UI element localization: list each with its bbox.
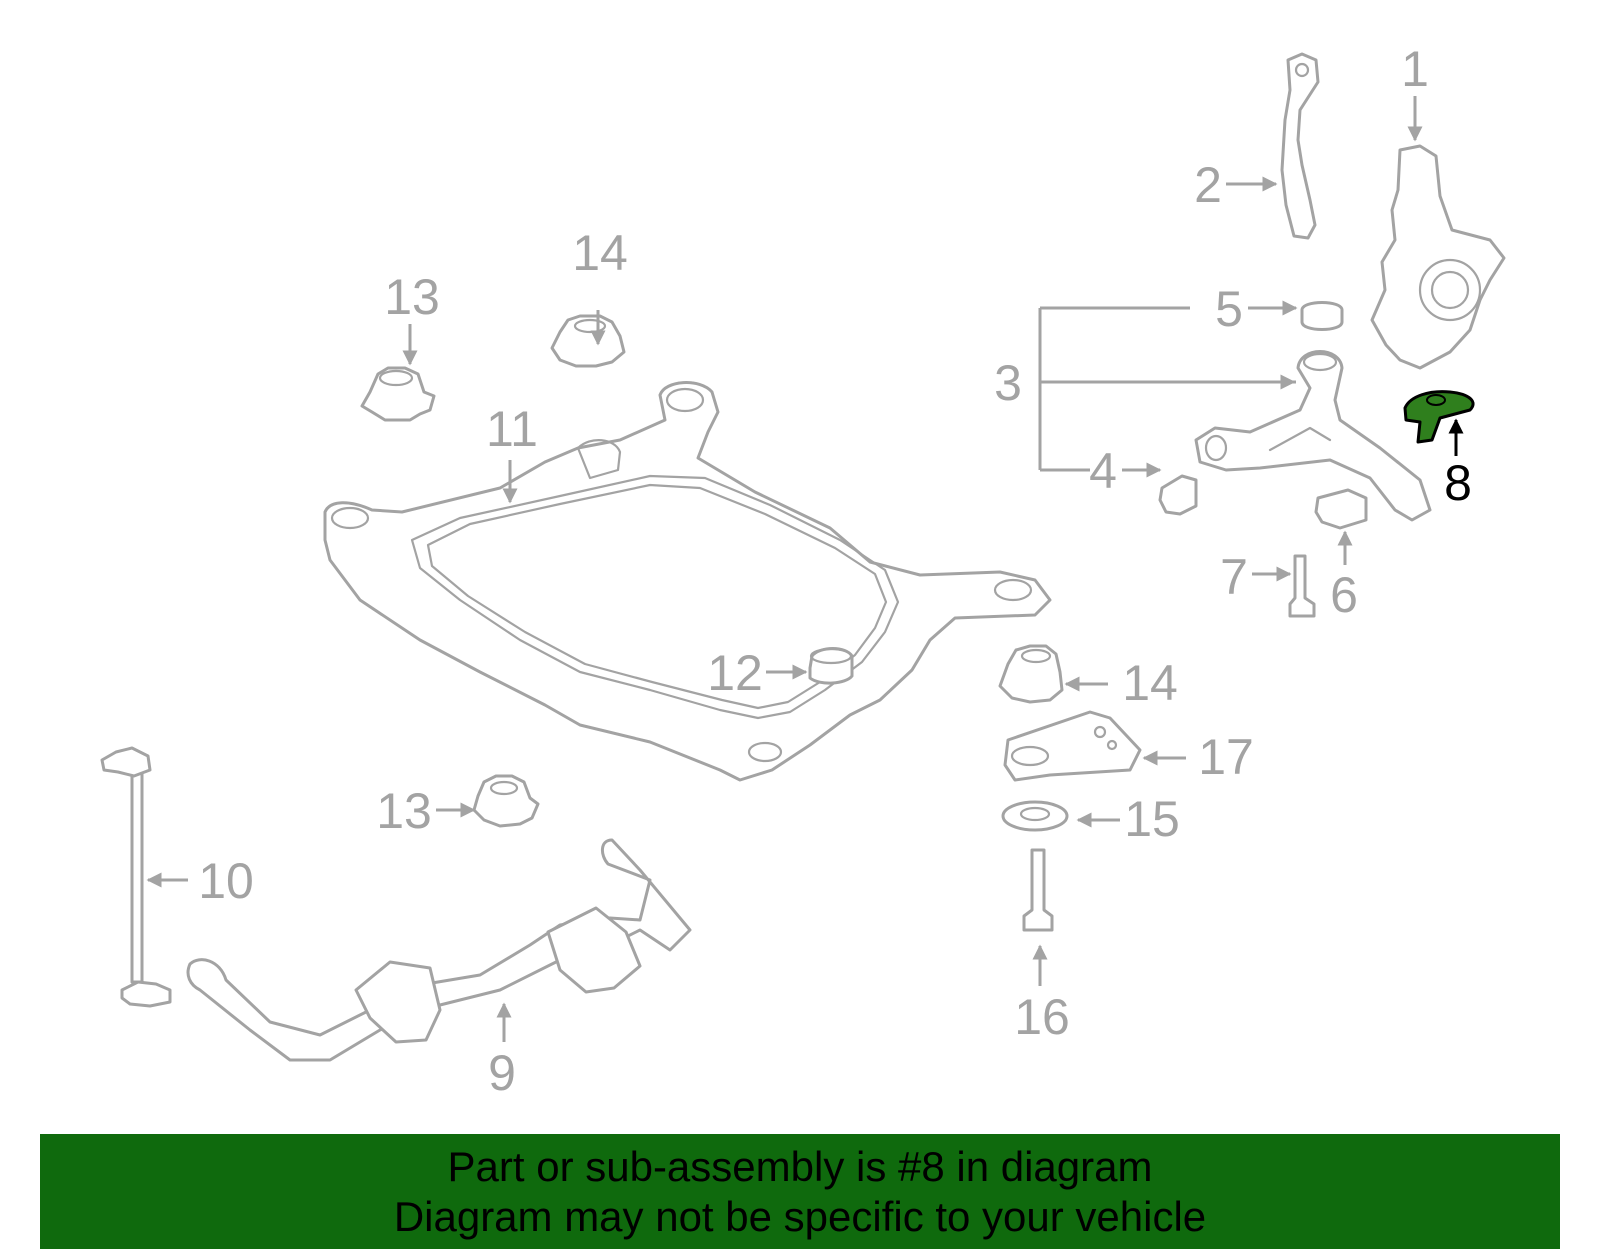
callout-14-lower: 14 — [1122, 655, 1178, 711]
leader-lines — [146, 96, 1464, 1042]
stabilizer-link-part-10 — [100, 746, 172, 1008]
callout-1: 1 — [1401, 41, 1429, 97]
info-banner: Part or sub-assembly is #8 in diagram Di… — [40, 1134, 1560, 1249]
mount-bushing-13-lower — [472, 774, 540, 828]
bracket-part-17 — [1003, 710, 1142, 782]
callout-13-upper: 13 — [384, 269, 440, 325]
steering-knuckle-part-1 — [1370, 144, 1506, 370]
plug-part-12 — [808, 647, 854, 685]
callout-2: 2 — [1194, 157, 1222, 213]
callout-12: 12 — [707, 645, 763, 701]
banner-line-part-number: Part or sub-assembly is #8 in diagram — [447, 1142, 1153, 1190]
callout-6: 6 — [1330, 567, 1358, 623]
callout-16: 16 — [1014, 989, 1070, 1045]
mount-bushing-13-upper — [360, 366, 436, 422]
callout-17: 17 — [1198, 729, 1254, 785]
control-arm-part-3 — [1194, 350, 1432, 522]
stabilizer-bar-part-9 — [186, 838, 692, 1062]
callout-10: 10 — [198, 853, 254, 909]
bolt-part-16 — [1022, 848, 1054, 932]
washer-part-15 — [1001, 800, 1069, 832]
callout-7: 7 — [1220, 549, 1248, 605]
callout-14-upper: 14 — [572, 225, 628, 281]
callout-4: 4 — [1089, 443, 1117, 499]
subframe-part-11 — [323, 381, 1052, 782]
callout-11: 11 — [486, 401, 538, 457]
callout-8: 8 — [1444, 455, 1472, 511]
callout-13-lower: 13 — [376, 783, 432, 839]
banner-line-disclaimer: Diagram may not be specific to your vehi… — [393, 1192, 1207, 1240]
callout-9: 9 — [488, 1045, 516, 1101]
callout-3: 3 — [994, 355, 1022, 411]
mount-bushing-14-upper — [550, 314, 626, 368]
mount-bushing-14-lower — [998, 644, 1064, 704]
arm-bracket-part-2 — [1280, 52, 1320, 240]
bushing-part-6 — [1314, 488, 1368, 530]
highlighted-part-8 — [1403, 390, 1475, 444]
callout-15: 15 — [1124, 791, 1180, 847]
bolt-part-7 — [1288, 554, 1316, 618]
callout-5: 5 — [1215, 281, 1243, 337]
bushing-part-4 — [1158, 474, 1198, 516]
bushing-part-5 — [1300, 301, 1344, 331]
callout-labels: 1 2 3 4 5 6 7 8 9 10 11 12 13 13 14 14 1… — [198, 41, 1472, 1101]
